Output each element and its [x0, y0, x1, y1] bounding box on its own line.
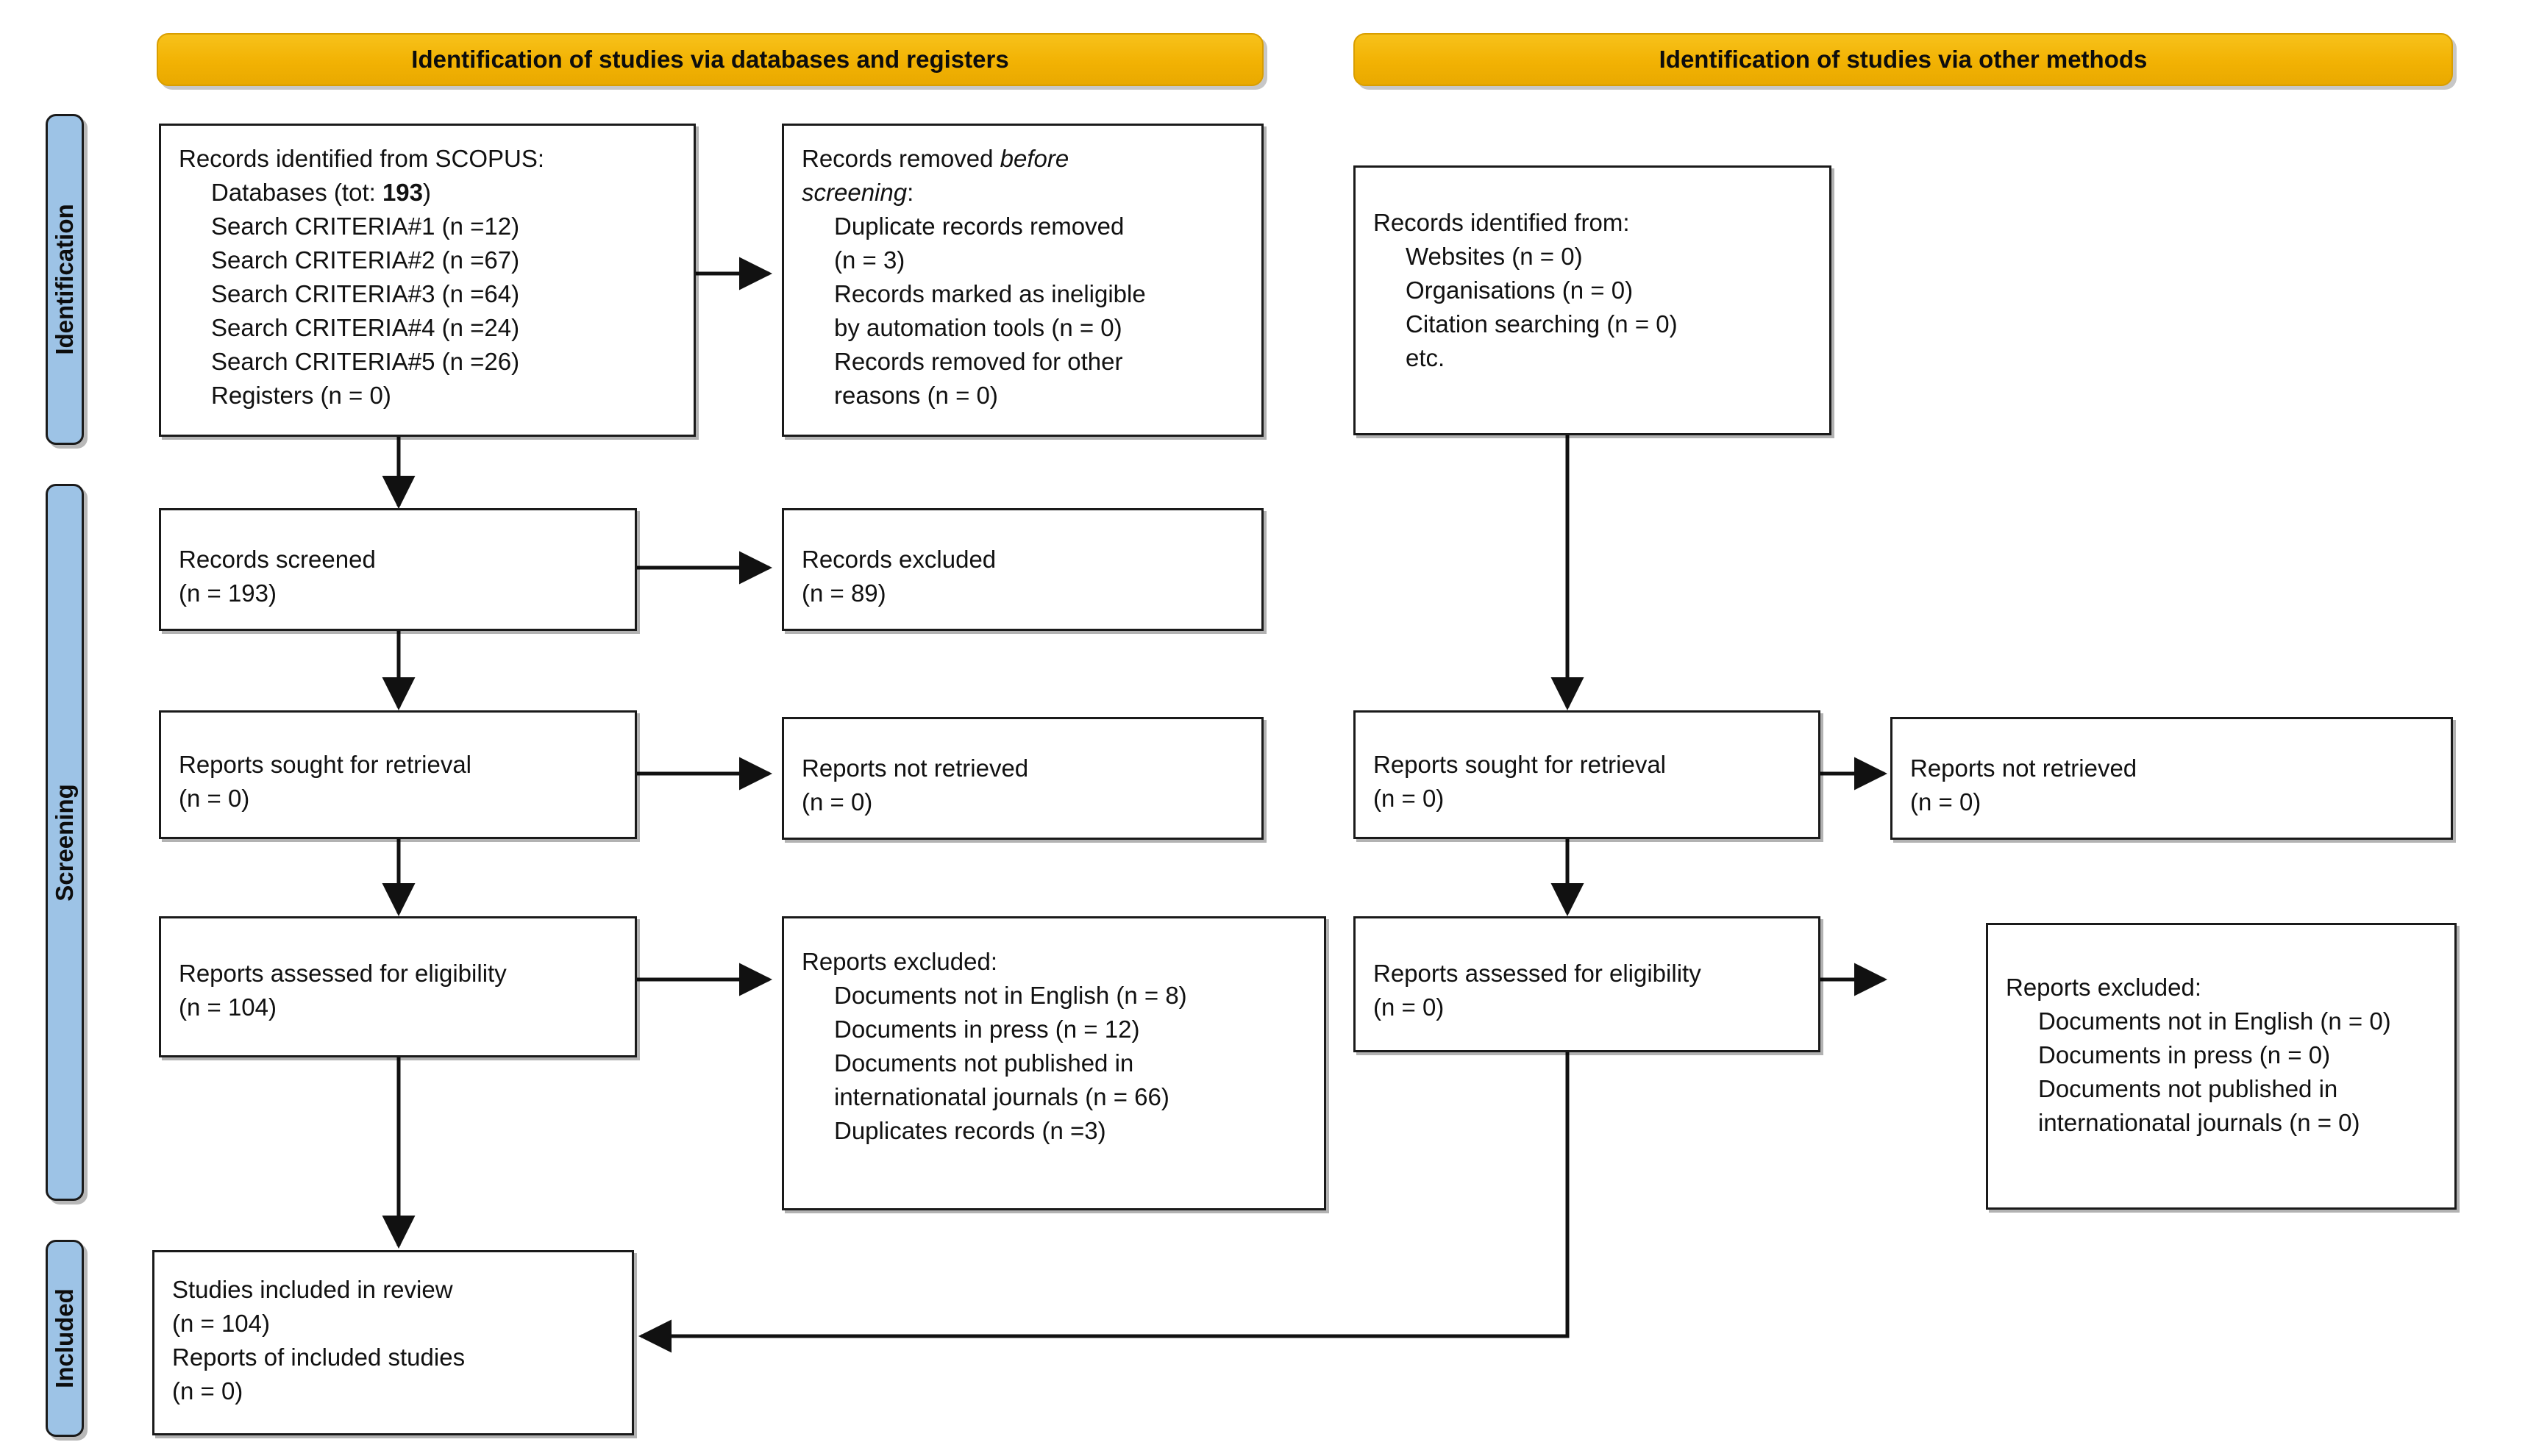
phase-tab-screening[interactable]: Screening — [46, 484, 84, 1201]
phase-tab-identification[interactable]: Identification — [46, 114, 84, 445]
box-reports-not-retrieved-left: Reports not retrieved (n = 0) — [782, 717, 1264, 840]
reports-not-retrieved-right-line1: Reports not retrieved — [1910, 754, 2137, 782]
box-reports-sought-right: Reports sought for retrieval (n = 0) — [1353, 710, 1820, 839]
section-header-databases: Identification of studies via databases … — [157, 33, 1264, 86]
reports-assessed-right-line1: Reports assessed for eligibility — [1373, 960, 1701, 987]
reports-excluded-left-item-1: Documents not in English (n = 8) — [834, 982, 1187, 1009]
section-header-other-methods-label: Identification of studies via other meth… — [1659, 46, 2148, 73]
box-records-identified-other: Records identified from: Websites (n = 0… — [1353, 165, 1831, 435]
reports-assessed-left-line2: (n = 104) — [179, 993, 277, 1021]
reports-assessed-left-line1: Reports assessed for eligibility — [179, 960, 507, 987]
reports-sought-left-line1: Reports sought for retrieval — [179, 751, 472, 778]
records-identified-criteria-2: Search CRITERIA#2 (n =67) — [211, 246, 520, 274]
phase-label-screening: Screening — [51, 783, 78, 902]
box-reports-excluded-right: Reports excluded: Documents not in Engli… — [1986, 923, 2457, 1210]
reports-sought-left-line2: (n = 0) — [179, 785, 250, 812]
records-identified-criteria-1: Search CRITERIA#1 (n =12) — [211, 213, 520, 240]
box-reports-not-retrieved-right: Reports not retrieved (n = 0) — [1890, 717, 2453, 840]
reports-excluded-left-title: Reports excluded: — [802, 948, 997, 975]
reports-assessed-right-line2: (n = 0) — [1373, 993, 1445, 1021]
databases-prefix: Databases (tot: — [211, 179, 382, 206]
phase-label-included: Included — [51, 1288, 78, 1388]
reports-excluded-left-item-3: Documents not published in — [834, 1049, 1134, 1077]
phase-label-identification: Identification — [51, 204, 78, 355]
records-screened-line1: Records screened — [179, 546, 376, 573]
records-identified-databases: Databases (tot: 193) — [179, 176, 677, 210]
box-reports-assessed-right: Reports assessed for eligibility (n = 0) — [1353, 916, 1820, 1052]
records-identified-other-item-3: Citation searching (n = 0) — [1406, 310, 1678, 338]
records-identified-criteria-5: Search CRITERIA#5 (n =26) — [211, 348, 520, 375]
reports-excluded-right-item-1: Documents not in English (n = 0) — [2038, 1007, 2391, 1035]
reports-excluded-left-item-2: Documents in press (n = 12) — [834, 1016, 1140, 1043]
reports-excluded-right-item-3: Documents not published in — [2038, 1075, 2338, 1102]
studies-included-line4: (n = 0) — [172, 1377, 243, 1405]
records-identified-other-title: Records identified from: — [1373, 209, 1630, 236]
records-removed-title-em: before — [1000, 145, 1069, 172]
reports-sought-right-line2: (n = 0) — [1373, 785, 1445, 812]
records-identified-registers: Registers (n = 0) — [211, 382, 391, 409]
records-removed-item-3: Records marked as ineligible — [834, 280, 1146, 307]
records-removed-item-5: Records removed for other — [834, 348, 1123, 375]
reports-excluded-right-item-4: internationatal journals (n = 0) — [2038, 1109, 2360, 1136]
records-removed-item-6: reasons (n = 0) — [834, 382, 998, 409]
records-identified-other-item-1: Websites (n = 0) — [1406, 243, 1583, 270]
records-identified-criteria-4: Search CRITERIA#4 (n =24) — [211, 314, 520, 341]
records-excluded-line1: Records excluded — [802, 546, 997, 573]
records-removed-title-line2-em: screening — [802, 179, 908, 206]
records-removed-title-line1: Records removed before — [802, 142, 1245, 176]
records-identified-criteria-3: Search CRITERIA#3 (n =64) — [211, 280, 520, 307]
box-records-removed: Records removed before screening: Duplic… — [782, 124, 1264, 437]
box-studies-included: Studies included in review (n = 104) Rep… — [152, 1250, 634, 1435]
box-records-screened: Records screened (n = 193) — [159, 508, 637, 631]
reports-not-retrieved-left-line2: (n = 0) — [802, 788, 873, 816]
records-removed-title-line2: screening: — [802, 176, 1245, 210]
studies-included-line2: (n = 104) — [172, 1310, 270, 1337]
reports-excluded-left-item-5: Duplicates records (n =3) — [834, 1117, 1106, 1144]
box-records-identified: Records identified from SCOPUS: Database… — [159, 124, 696, 437]
box-reports-sought-left: Reports sought for retrieval (n = 0) — [159, 710, 637, 839]
reports-not-retrieved-left-line1: Reports not retrieved — [802, 754, 1029, 782]
records-identified-title: Records identified from SCOPUS: — [179, 145, 545, 172]
records-removed-item-2: (n = 3) — [834, 246, 905, 274]
reports-excluded-right-title: Reports excluded: — [2006, 974, 2201, 1001]
records-identified-other-item-4: etc. — [1406, 344, 1445, 371]
records-removed-item-1: Duplicate records removed — [834, 213, 1125, 240]
box-reports-excluded-left: Reports excluded: Documents not in Engli… — [782, 916, 1326, 1210]
records-screened-line2: (n = 193) — [179, 579, 277, 607]
records-excluded-line2: (n = 89) — [802, 579, 886, 607]
studies-included-line1: Studies included in review — [172, 1276, 453, 1303]
reports-excluded-left-item-4: internationatal journals (n = 66) — [834, 1083, 1169, 1110]
records-removed-title-pre: Records removed — [802, 145, 1000, 172]
reports-excluded-right-item-2: Documents in press (n = 0) — [2038, 1041, 2331, 1068]
records-removed-title-line2-post: : — [907, 179, 914, 206]
records-removed-item-4: by automation tools (n = 0) — [834, 314, 1122, 341]
studies-included-line3: Reports of included studies — [172, 1343, 466, 1371]
reports-not-retrieved-right-line2: (n = 0) — [1910, 788, 1981, 816]
databases-total: 193 — [382, 179, 424, 206]
phase-tab-included[interactable]: Included — [46, 1240, 84, 1437]
records-identified-other-item-2: Organisations (n = 0) — [1406, 276, 1634, 304]
section-header-databases-label: Identification of studies via databases … — [411, 46, 1009, 73]
box-reports-assessed-left: Reports assessed for eligibility (n = 10… — [159, 916, 637, 1057]
reports-sought-right-line1: Reports sought for retrieval — [1373, 751, 1667, 778]
databases-suffix: ) — [423, 179, 432, 206]
section-header-other-methods: Identification of studies via other meth… — [1353, 33, 2453, 86]
box-records-excluded: Records excluded (n = 89) — [782, 508, 1264, 631]
